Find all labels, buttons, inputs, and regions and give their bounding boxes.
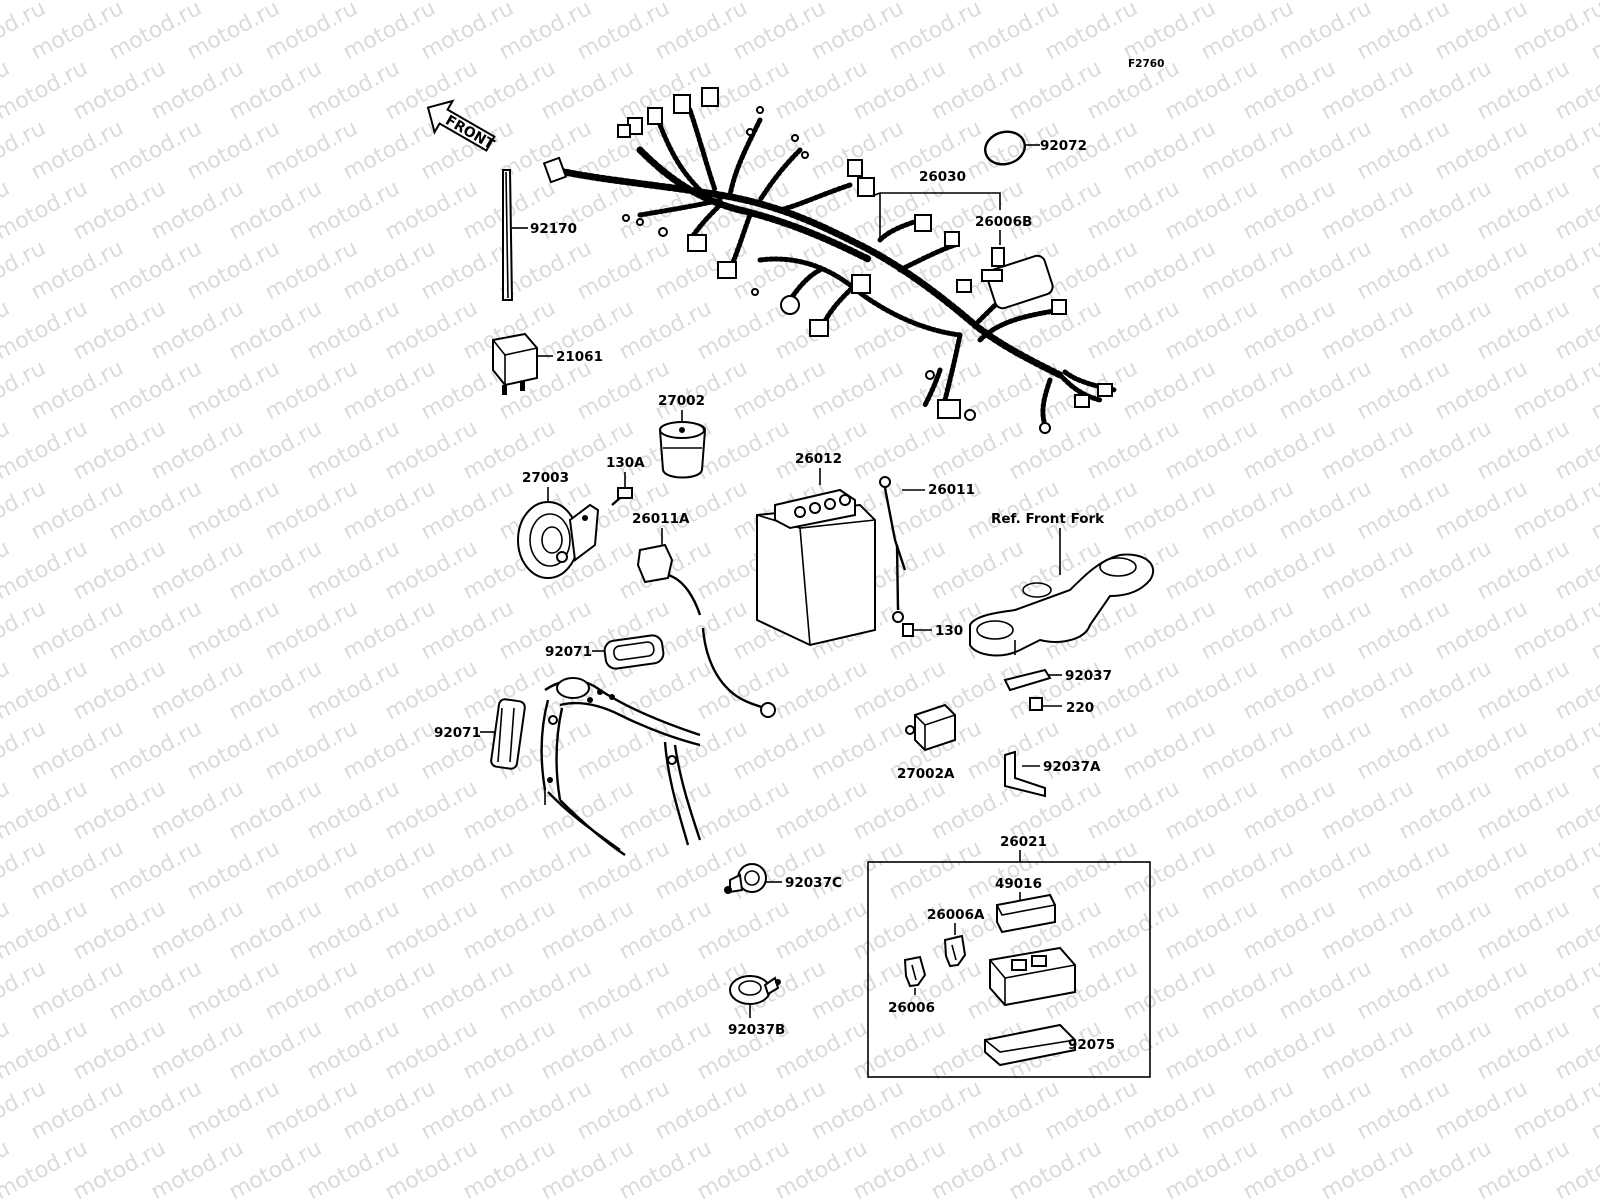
reference-front-fork: Ref. Front Fork [991, 511, 1105, 527]
callout-26011a: 26011A [632, 511, 690, 527]
fuse-cover-49016 [996, 893, 1056, 934]
leader-26030 [880, 192, 1001, 210]
battery-26012 [756, 488, 876, 647]
callout-27002: 27002 [658, 393, 705, 409]
callout-26012: 26012 [795, 451, 842, 467]
fuse-box-case-92075 [984, 1023, 1076, 1067]
frame-section [540, 677, 702, 856]
strap-92170 [502, 169, 528, 301]
callout-92075: 92075 [1068, 1037, 1115, 1053]
callout-92071-lower: 92071 [434, 725, 481, 741]
callout-26006a: 26006A [927, 907, 985, 923]
bracket-92037a [1004, 750, 1046, 798]
bolt-130a [611, 487, 633, 506]
callout-92071-upper: 92071 [545, 644, 592, 660]
fuse-26006 [903, 955, 927, 995]
callout-130a: 130A [606, 455, 645, 471]
callout-92037: 92037 [1065, 668, 1112, 684]
fuse-box-group-26021 [867, 861, 1151, 1078]
rubber-cover-92071-upper [603, 634, 665, 670]
callout-26006b: 26006B [975, 214, 1032, 230]
callout-26030: 26030 [919, 169, 966, 185]
horn-27003 [517, 501, 600, 579]
callout-92037c: 92037C [785, 875, 842, 891]
callout-27002a: 27002A [897, 766, 955, 782]
fuse-block-body [989, 946, 1076, 1007]
band-clamp-92072 [984, 130, 1040, 166]
relay-21061 [492, 332, 553, 395]
figure-number: F2760 [1128, 58, 1164, 70]
callout-27003: 27003 [522, 470, 569, 486]
callout-49016: 49016 [995, 876, 1042, 892]
fuse-26006a [943, 934, 967, 968]
flasher-relay-27002 [658, 421, 707, 479]
clamp-92037b [729, 975, 781, 1018]
ground-cable-26011 [879, 476, 907, 623]
callout-21061: 21061 [556, 349, 603, 365]
relay-27002a [905, 703, 956, 752]
front-fork-bracket [969, 553, 1155, 657]
main-wiring-harness [542, 87, 1118, 434]
battery-cable-26011a [636, 543, 776, 718]
callout-92072: 92072 [1040, 138, 1087, 154]
clamp-92037c [724, 863, 782, 894]
rubber-cover-92071-lower [490, 698, 526, 770]
callout-92037b: 92037B [728, 1022, 785, 1038]
callout-26011: 26011 [928, 482, 975, 498]
callout-92037a: 92037A [1043, 759, 1101, 775]
clamp-92037 [1003, 668, 1062, 692]
fuse-26006b [991, 247, 1005, 267]
callout-26021: 26021 [1000, 834, 1047, 850]
bolt-220 [1029, 697, 1062, 711]
bolt-130 [902, 623, 914, 637]
callout-26006: 26006 [888, 1000, 935, 1016]
callout-92170: 92170 [530, 221, 577, 237]
callout-130: 130 [935, 623, 963, 639]
callout-220: 220 [1066, 700, 1094, 716]
